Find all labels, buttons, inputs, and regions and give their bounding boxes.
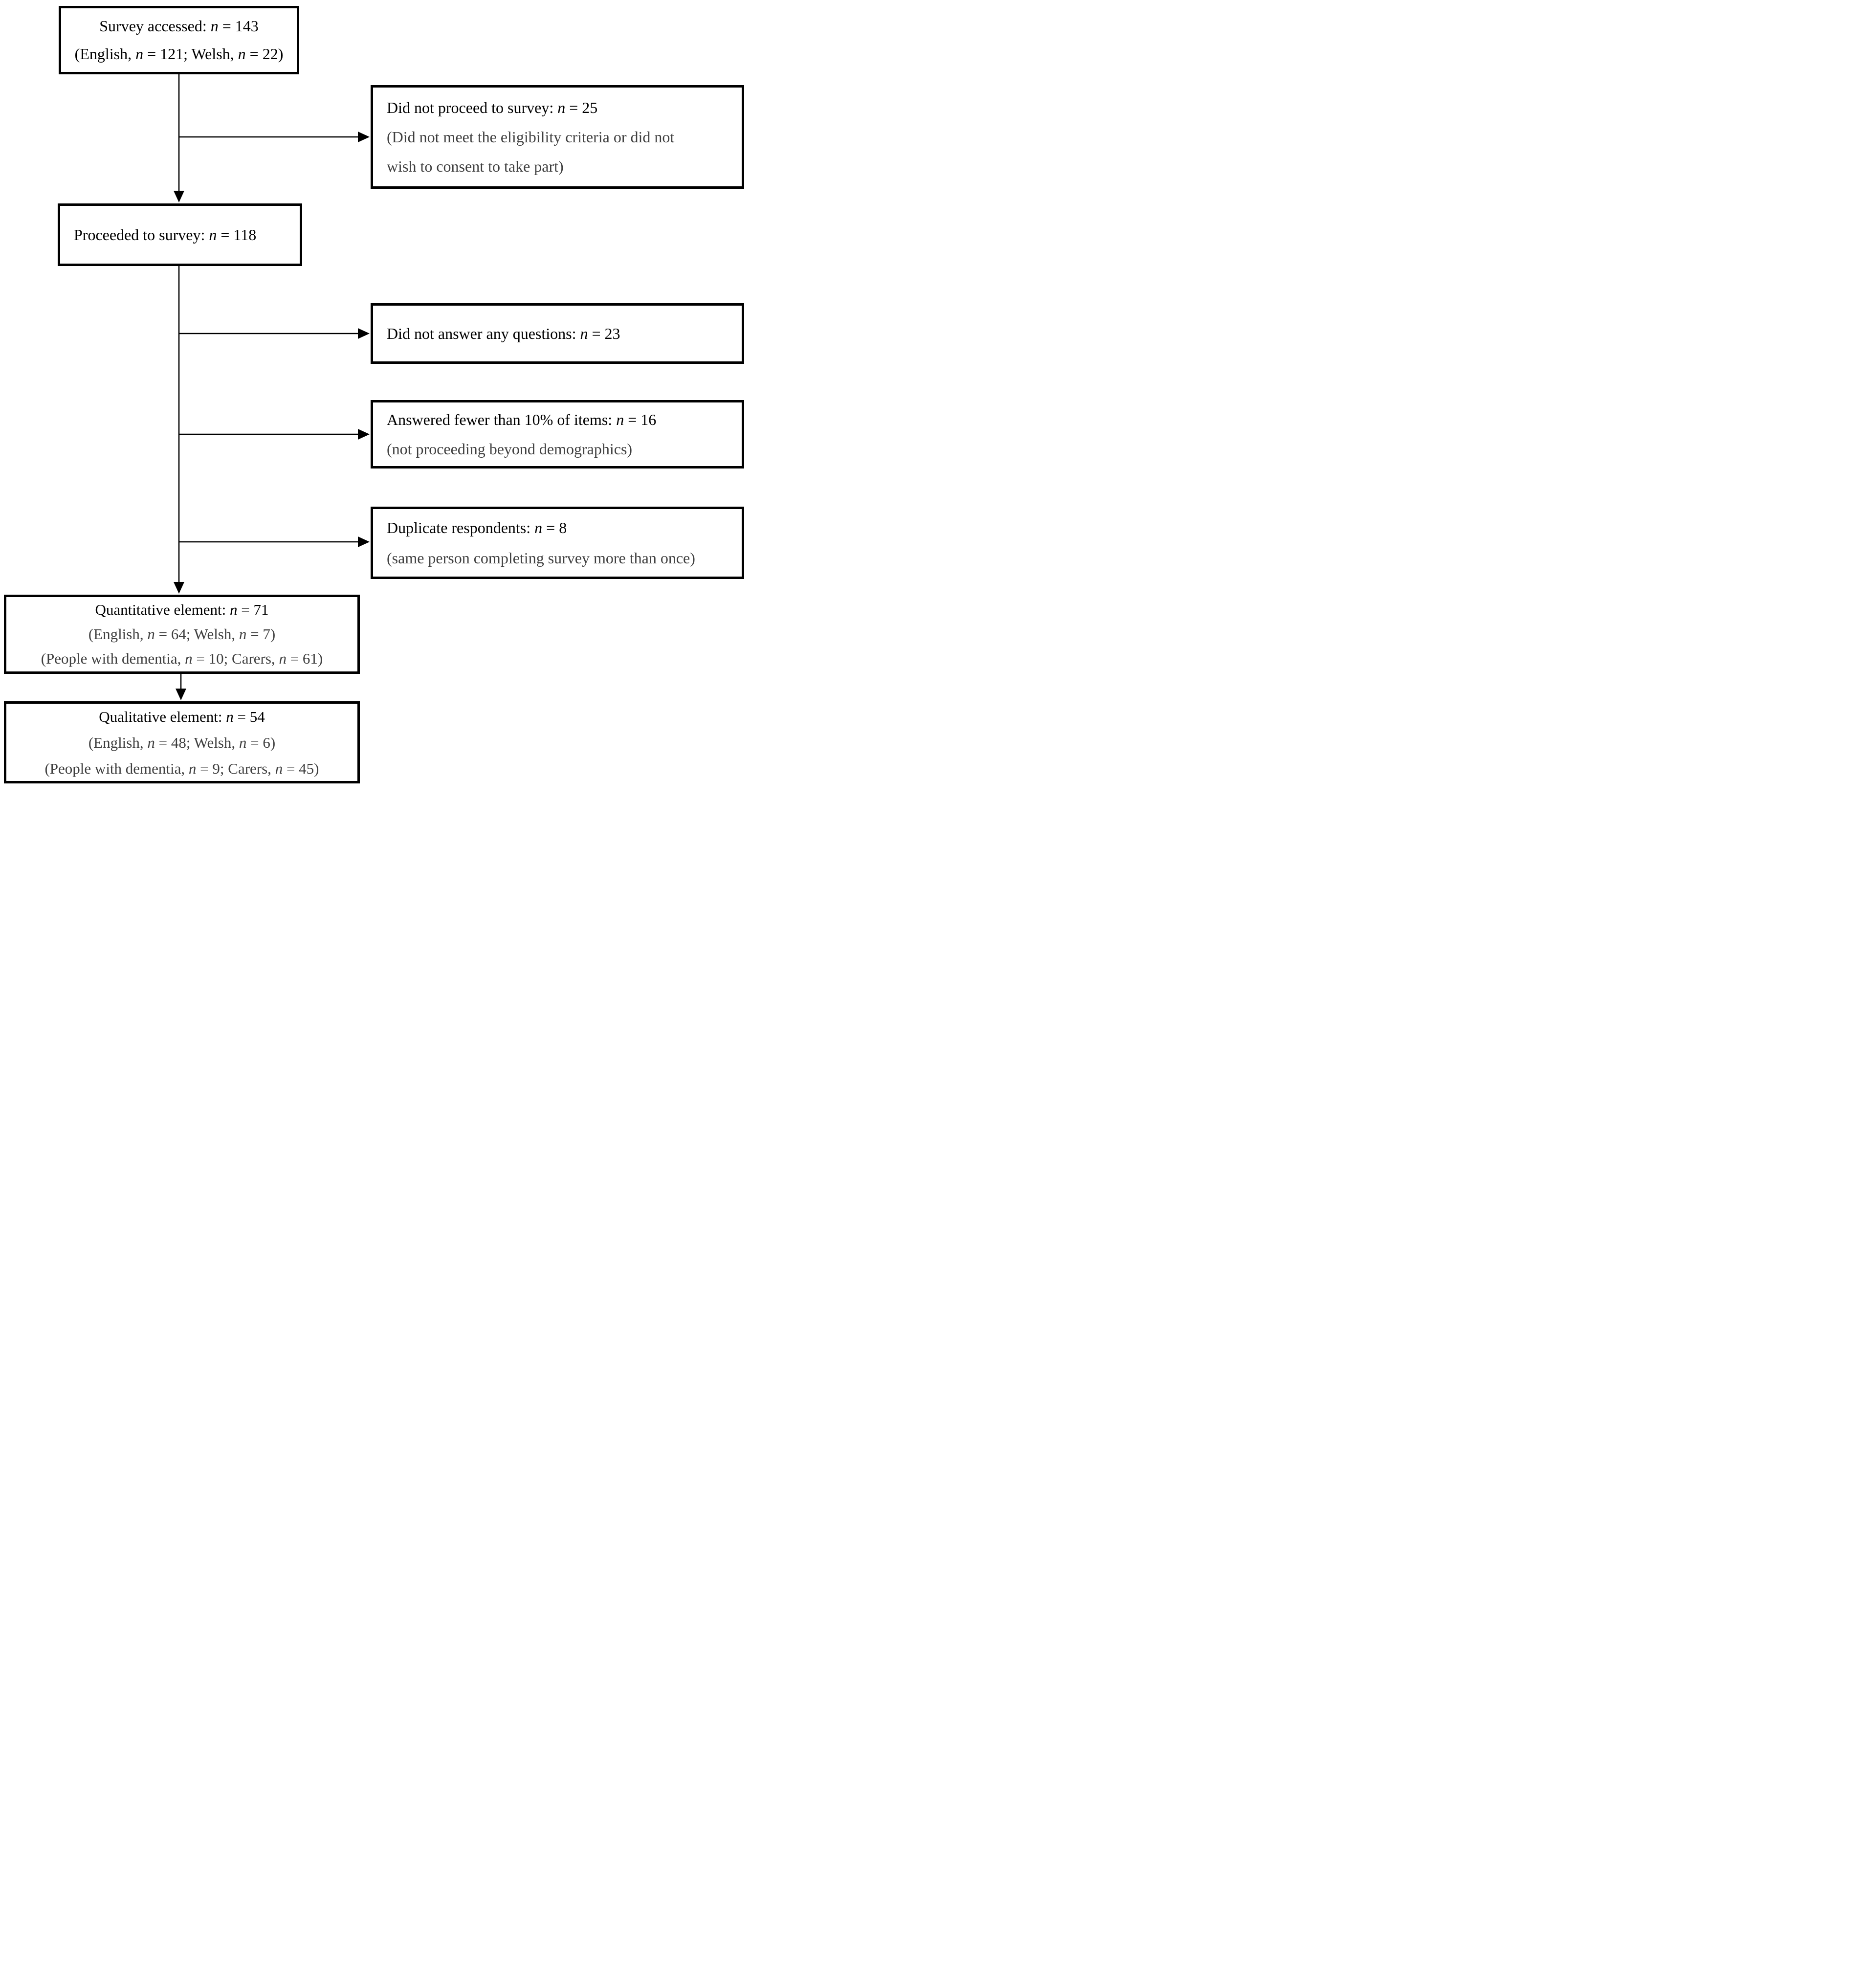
box-line: (Did not meet the eligibility criteria o… xyxy=(387,128,675,146)
box-line: Did not answer any questions: n = 23 xyxy=(387,324,620,342)
box-line: Answered fewer than 10% of items: n = 16 xyxy=(387,411,657,428)
box-line: Proceeded to survey: n = 118 xyxy=(74,225,257,244)
arrow-branch-did-not-proceed xyxy=(179,132,370,142)
box-line: (English, n = 64; Welsh, n = 7) xyxy=(88,625,276,643)
box-line: Survey accessed: n = 143 xyxy=(99,17,259,35)
arrow-proceeded-to-quantitative xyxy=(174,266,184,594)
box-line: Did not proceed to survey: n = 25 xyxy=(387,99,598,116)
arrow-branch-answered-fewer xyxy=(179,429,370,440)
arrow-survey-to-proceeded xyxy=(174,74,184,202)
flow-diagram: Survey accessed: n = 143 (English, n = 1… xyxy=(0,0,750,785)
arrow-branch-duplicates xyxy=(179,536,370,547)
box-quantitative-element: Quantitative element: n = 71 (English, n… xyxy=(4,595,360,674)
box-survey-accessed: Survey accessed: n = 143 (English, n = 1… xyxy=(59,6,299,74)
arrow-branch-did-not-answer xyxy=(179,328,370,339)
box-line: wish to consent to take part) xyxy=(387,157,564,175)
box-proceeded-to-survey: Proceeded to survey: n = 118 xyxy=(58,203,302,266)
box-answered-fewer-than-10pct: Answered fewer than 10% of items: n = 16… xyxy=(371,400,744,468)
box-line: Quantitative element: n = 71 xyxy=(95,601,269,618)
box-line: Duplicate respondents: n = 8 xyxy=(387,519,567,536)
box-line: Qualitative element: n = 54 xyxy=(99,708,265,725)
box-line: (same person completing survey more than… xyxy=(387,549,695,567)
box-did-not-answer: Did not answer any questions: n = 23 xyxy=(371,303,744,364)
box-line: (People with dementia, n = 10; Carers, n… xyxy=(41,650,323,667)
box-line: (not proceeding beyond demographics) xyxy=(387,440,633,458)
box-line: (People with dementia, n = 9; Carers, n … xyxy=(44,759,319,777)
box-did-not-proceed: Did not proceed to survey: n = 25 (Did n… xyxy=(371,85,744,189)
arrow-quantitative-to-qualitative xyxy=(176,674,186,700)
box-qualitative-element: Qualitative element: n = 54 (English, n … xyxy=(4,701,360,783)
box-line: (English, n = 48; Welsh, n = 6) xyxy=(88,734,276,751)
box-duplicate-respondents: Duplicate respondents: n = 8 (same perso… xyxy=(371,507,744,579)
box-line: (English, n = 121; Welsh, n = 22) xyxy=(74,45,284,63)
